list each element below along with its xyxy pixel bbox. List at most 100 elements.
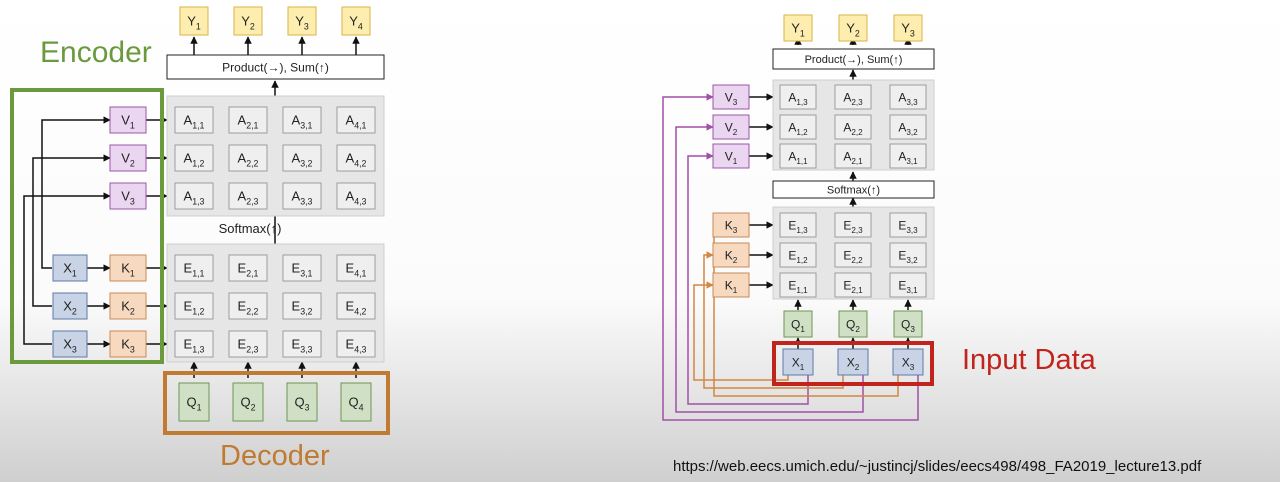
right-energy-cell: E1,2: [779, 242, 817, 268]
right-attention-cell-box: [889, 84, 927, 110]
left-attention-cell-box: [336, 144, 376, 172]
encoder-frame: [10, 88, 164, 364]
right-energy-cell-box: [834, 272, 872, 298]
left-query-node-2-box: [232, 382, 264, 422]
left-attention-cell: A2,1: [228, 106, 268, 134]
right-attention-cell-label: A3,3: [898, 90, 918, 107]
left-energy-cell-label: E4,2: [346, 299, 367, 317]
left-energy-cell: E3,1: [282, 254, 322, 282]
right-value-node-1-label: V3: [725, 90, 738, 107]
decoder-label: Decoder: [220, 440, 330, 472]
right-x-to-v-2: [675, 123, 864, 413]
left-attention-cell-box: [174, 182, 214, 210]
left-energy-cell: E2,1: [228, 254, 268, 282]
left-value-node-1-box: [109, 106, 147, 134]
right-query-node-3-box: [893, 310, 923, 338]
left-query-node-2-label: Q2: [240, 395, 255, 413]
right-input-node-2: X2: [837, 348, 869, 376]
left-query-node-1-label: Q1: [186, 395, 201, 413]
right-query-node-1-box: [783, 310, 813, 338]
right-attention-cell-box: [889, 114, 927, 140]
left-attention-cell: A1,1: [174, 106, 214, 134]
right-query-node-2-label: Q2: [846, 317, 860, 334]
left-value-node-2-box: [109, 144, 147, 172]
left-key-node-2: K2: [109, 292, 147, 320]
left-energy-cell-box: [174, 254, 214, 282]
left-attention-cell-box: [228, 106, 268, 134]
right-output-node-3-label: Y3: [901, 21, 915, 39]
left-product-sum-box-box: [166, 54, 385, 80]
right-output-node-1: Y1: [783, 14, 813, 42]
right-energy-cell: E1,3: [779, 212, 817, 238]
right-attention-cell: A3,2: [889, 114, 927, 140]
left-query-node-4: Q4: [340, 382, 372, 422]
left-attention-cell-label: A2,2: [238, 151, 259, 169]
right-attention-cell-label: A1,1: [788, 149, 808, 166]
right-input-node-2-label: X2: [847, 355, 860, 372]
left-softmax-label: Softmax(↑): [219, 221, 282, 236]
right-query-node-2: Q2: [838, 310, 868, 338]
right-output-node-2-box: [838, 14, 868, 42]
right-input-node-3: X3: [892, 348, 924, 376]
right-key-node-1-box: [712, 212, 750, 238]
left-query-node-4-label: Q4: [348, 395, 363, 413]
left-output-node-2-box: [233, 6, 263, 36]
left-input-node-3: X3: [52, 330, 88, 358]
source-url[interactable]: https://web.eecs.umich.edu/~justincj/sli…: [673, 458, 1202, 475]
left-key-node-2-box: [109, 292, 147, 320]
left-attention-cell-label: A1,3: [184, 189, 205, 207]
input-data-frame: [772, 341, 934, 386]
right-attention-cell: A2,3: [834, 84, 872, 110]
left-energy-cell-box: [228, 292, 268, 320]
left-attention-cell-label: A2,1: [238, 113, 259, 131]
right-value-node-3: V1: [712, 143, 750, 169]
left-energy-cell-label: E3,1: [292, 261, 313, 279]
right-softmax-box-label: Softmax(↑): [827, 184, 880, 196]
left-output-node-1: Y1: [179, 6, 209, 36]
right-product-sum-box-label: Product(→), Sum(↑): [805, 54, 903, 66]
left-product-sum-box: Product(→), Sum(↑): [166, 54, 385, 80]
left-energy-cell-box: [174, 292, 214, 320]
right-energy-cell: E2,1: [834, 272, 872, 298]
left-output-node-1-label: Y1: [187, 14, 201, 32]
left-attention-cell: A4,2: [336, 144, 376, 172]
right-product-sum-box: Product(→), Sum(↑): [772, 48, 935, 70]
left-product-sum-box-label: Product(→), Sum(↑): [222, 60, 329, 74]
left-energy-cell-box: [336, 292, 376, 320]
left-energy-cell: E1,3: [174, 330, 214, 358]
left-query-node-1: Q1: [178, 382, 210, 422]
left-energy-cell: E4,1: [336, 254, 376, 282]
right-output-node-2: Y2: [838, 14, 868, 42]
left-value-node-2-label: V2: [121, 151, 135, 169]
right-energy-cell-label: E2,1: [843, 278, 863, 295]
right-attention-cell-label: A2,3: [843, 90, 863, 107]
right-key-node-1: K3: [712, 212, 750, 238]
left-attention-cell-label: A3,1: [292, 113, 313, 131]
right-output-node-2-label: Y2: [846, 21, 860, 39]
left-attention-cell-label: A4,2: [346, 151, 367, 169]
encoder-label: Encoder: [40, 36, 152, 69]
left-output-node-2: Y2: [233, 6, 263, 36]
left-attention-cell: A4,1: [336, 106, 376, 134]
left-energy-cell-box: [174, 330, 214, 358]
left-attention-cell: A1,2: [174, 144, 214, 172]
right-energy-cell-box: [889, 212, 927, 238]
left-query-node-4-box: [340, 382, 372, 422]
right-value-node-2-label: V2: [725, 120, 738, 137]
right-attention-cell-box: [779, 114, 817, 140]
right-attention-cell-label: A3,2: [898, 120, 918, 137]
right-input-node-1-label: X1: [792, 355, 805, 372]
left-output-node-1-box: [179, 6, 209, 36]
right-energy-cell: E1,1: [779, 272, 817, 298]
left-input-node-2-box: [52, 292, 88, 320]
right-x-to-v-1: [687, 152, 809, 405]
left-key-node-3-box: [109, 330, 147, 358]
right-value-node-1: V3: [712, 84, 750, 110]
right-key-node-2-box: [712, 242, 750, 268]
left-attention-cell-label: A4,3: [346, 189, 367, 207]
left-energy-cell-label: E3,2: [292, 299, 313, 317]
right-energy-cell-label: E1,3: [788, 218, 808, 235]
left-value-node-2: V2: [109, 144, 147, 172]
right-value-node-3-label: V1: [725, 149, 738, 166]
left-output-node-3-box: [287, 6, 317, 36]
